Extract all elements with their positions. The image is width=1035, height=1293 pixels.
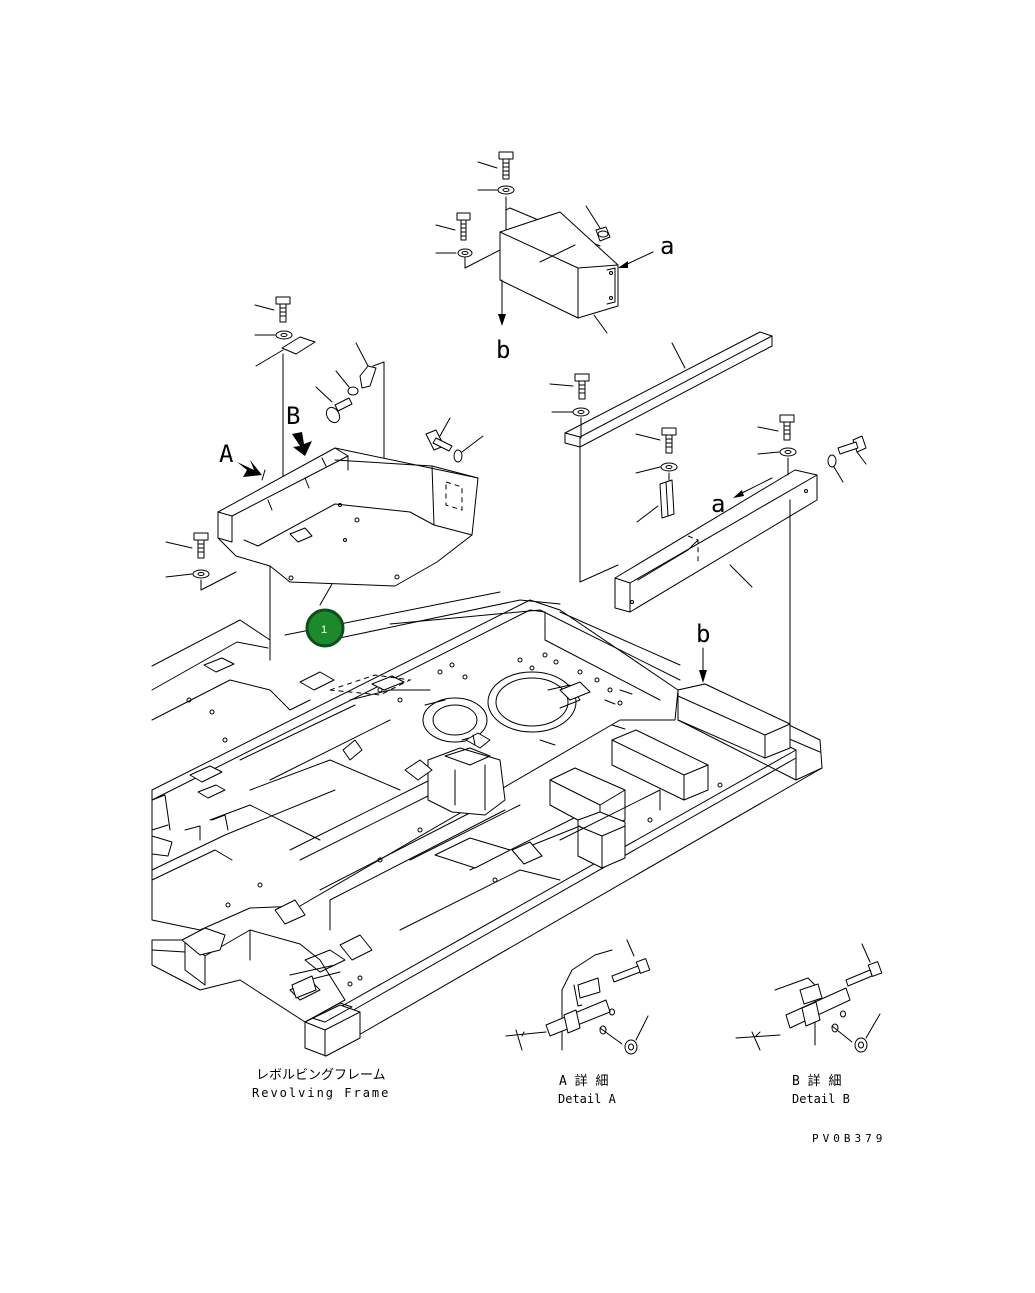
- view-arrow-b: [292, 432, 312, 456]
- revolving-frame: b: [151, 591, 823, 1057]
- detail-a-jp: A 詳 細: [559, 1073, 608, 1089]
- cap-nut: [585, 205, 611, 242]
- callout-circle[interactable]: [305, 608, 345, 648]
- bolt: [635, 427, 677, 454]
- ref-label-a-right: a: [711, 490, 725, 518]
- bolt: [837, 435, 867, 465]
- washer: [827, 454, 844, 483]
- view-label-b: B: [286, 402, 300, 430]
- hinge-bolt: [315, 386, 353, 424]
- bolt: [845, 943, 883, 987]
- pin: [599, 1015, 649, 1055]
- washer: [635, 462, 678, 474]
- view-label-a: A: [219, 440, 234, 468]
- detail-b-en: Detail B: [792, 1092, 850, 1106]
- frame-holes: [186, 652, 723, 987]
- detail-a: A 詳 細 Detail A: [505, 939, 651, 1106]
- frame-title-en: Revolving Frame: [252, 1086, 390, 1100]
- bolt: [165, 532, 209, 559]
- washer: [165, 569, 210, 579]
- washer: [335, 370, 359, 396]
- detail-b: B 詳 細 Detail B: [735, 943, 883, 1106]
- bolt: [757, 414, 795, 441]
- part-callout-1[interactable]: 1: [305, 608, 345, 648]
- bolt: [425, 417, 453, 452]
- bolt: [611, 939, 651, 983]
- detail-a-en: Detail A: [558, 1092, 617, 1106]
- callout-number: 1: [321, 624, 327, 636]
- bolt: [549, 373, 590, 400]
- bolt: [254, 296, 291, 323]
- drawing-number: PV0B379: [812, 1132, 886, 1145]
- washer: [435, 248, 473, 258]
- left-floor-cover: A B: [165, 296, 484, 661]
- pin: [831, 1013, 881, 1053]
- ref-label-a: a: [660, 232, 674, 260]
- bolt: [435, 212, 471, 241]
- washer: [477, 185, 515, 195]
- right-side-covers: a: [549, 331, 867, 741]
- detail-b-jp: B 詳 細: [792, 1073, 841, 1089]
- bolt: [477, 151, 514, 180]
- ref-label-b: b: [496, 336, 510, 364]
- bracket: [636, 479, 675, 523]
- ref-label-b-frame: b: [696, 620, 710, 648]
- view-arrow-a: [237, 460, 262, 477]
- washer: [254, 330, 293, 340]
- washer: [551, 407, 590, 417]
- washer: [453, 435, 484, 463]
- top-box-cover: a b: [435, 151, 674, 364]
- frame-title-jp: レボルビングフレーム: [256, 1068, 386, 1083]
- washer: [757, 447, 797, 457]
